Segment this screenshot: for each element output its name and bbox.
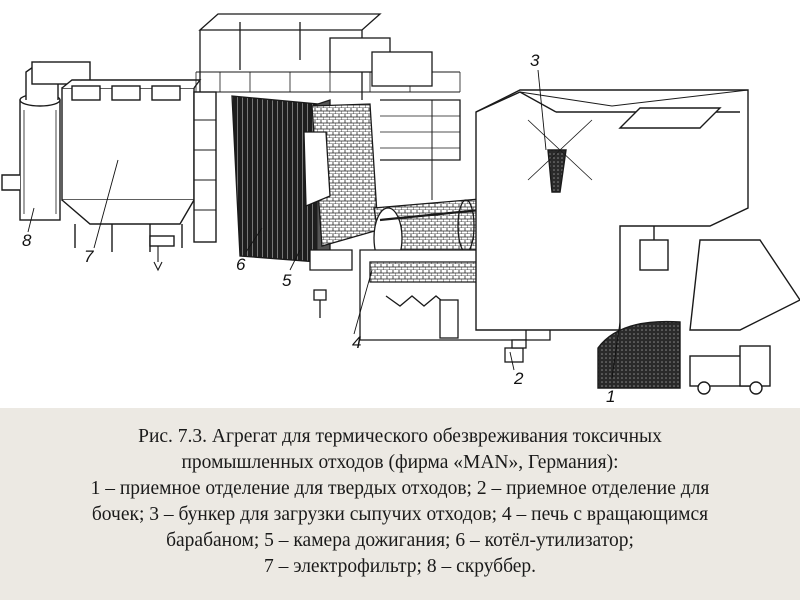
drum-receiving-2 [504,300,527,363]
caption-legend-line-4: 7 – электрофильтр; 8 – скруббер. [263,556,537,577]
plant-drawing-svg: 1 2 3 4 5 6 7 8 [1,13,800,406]
callout-1: 1 [606,387,615,406]
caption-title-line-1: Рис. 7.3. Агрегат для термического обезв… [138,426,662,447]
receiving-building [475,89,800,395]
figure-caption: Рис. 7.3. Агрегат для термического обезв… [0,408,800,600]
scrubber-8 [1,61,91,221]
plant-drawing: 1 2 3 4 5 6 7 8 [1,13,800,406]
callout-lines [27,69,621,379]
callout-3: 3 [530,51,540,70]
caption-legend-line-1: 1 – приемное отделение для твердых отход… [90,478,710,499]
callout-2: 2 [513,369,524,388]
callout-5: 5 [282,271,292,290]
callout-7: 7 [84,247,94,266]
caption-legend-line-3: барабаном; 5 – камера дожигания; 6 – кот… [166,530,634,551]
caption-title-line-2: промышленных отходов (фирма «MAN», Герма… [181,452,619,473]
callout-8: 8 [22,231,32,250]
steel-tower [195,13,461,200]
afterburning-chamber-5 [303,103,379,318]
callout-6: 6 [236,255,246,274]
callout-4: 4 [352,333,361,352]
caption-legend-line-2: бочек; 3 – бункер для загрузки сыпучих о… [91,504,709,525]
electrostatic-precipitator-7 [61,79,217,272]
